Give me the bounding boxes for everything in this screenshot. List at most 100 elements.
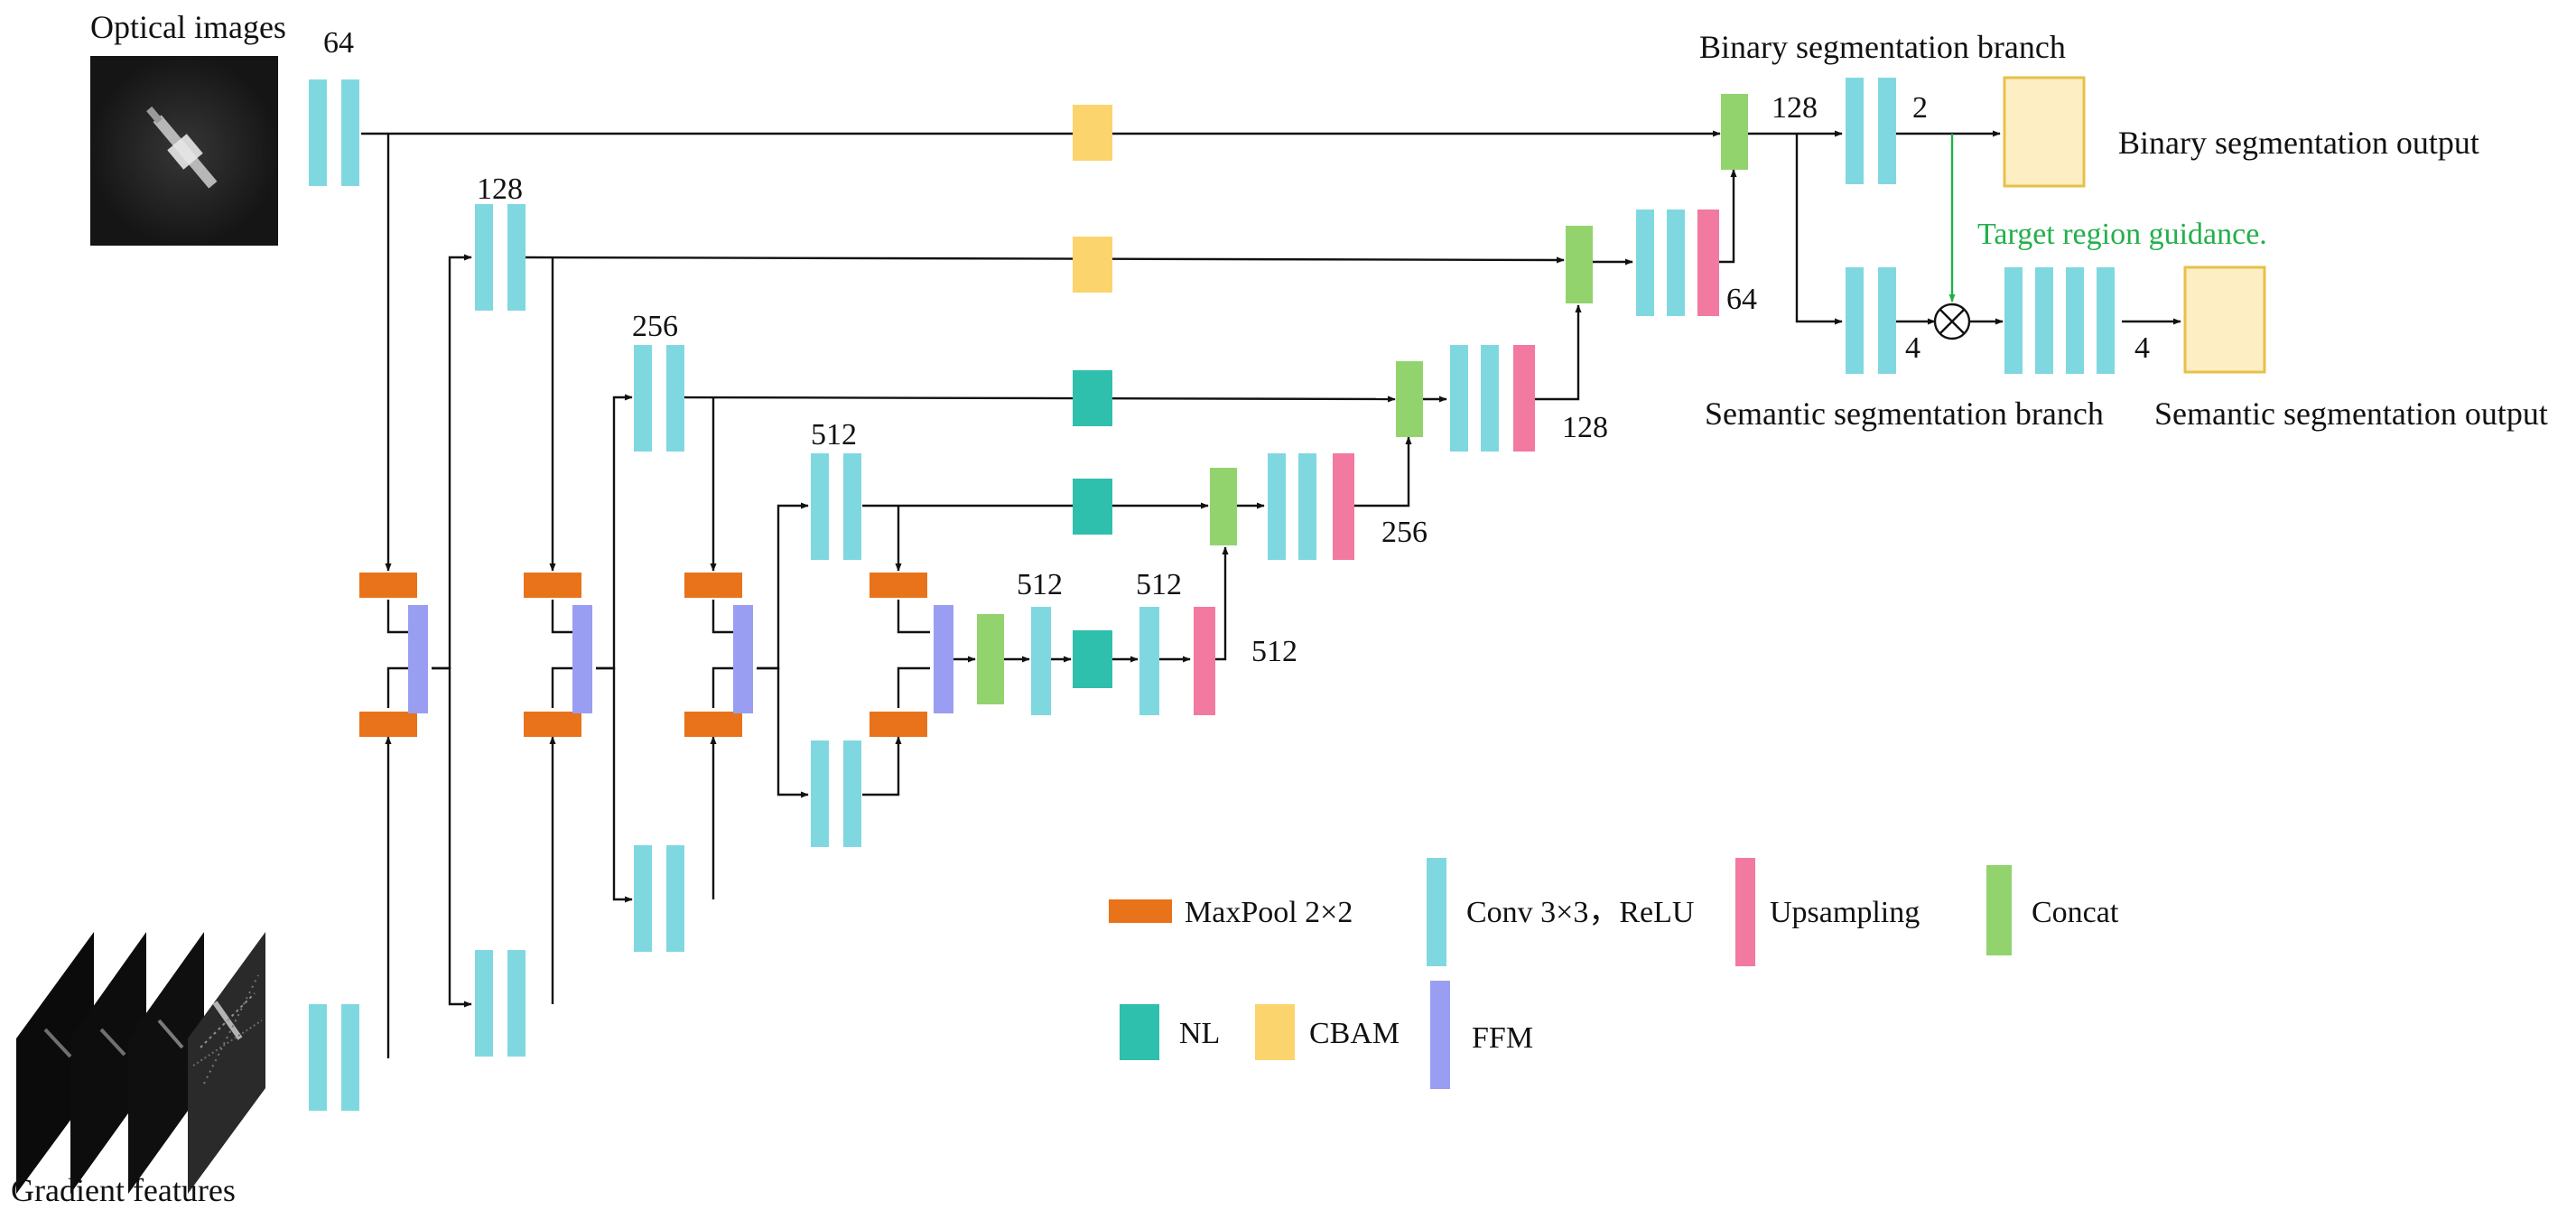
concat-block — [1721, 94, 1748, 170]
conv-block — [1268, 453, 1286, 560]
conv-block — [1846, 78, 1864, 184]
conv-block — [811, 740, 829, 847]
maxpool-block — [524, 573, 581, 598]
conv-block — [843, 453, 861, 560]
conv-block — [2035, 267, 2053, 374]
channel-label: 64 — [323, 26, 354, 60]
binary-output-label: Binary segmentation output — [2118, 125, 2479, 161]
channel-label: 128 — [1772, 91, 1818, 125]
nl-block — [1073, 630, 1112, 688]
legend-ffm-swatch — [1430, 981, 1450, 1089]
channel-label: 512 — [811, 418, 857, 452]
binary-branch-label: Binary segmentation branch — [1699, 29, 2066, 65]
conv-block — [843, 740, 861, 847]
upsampling-block — [1697, 210, 1719, 316]
conv-block — [475, 950, 493, 1057]
conv-block — [634, 845, 652, 952]
channel-label: 256 — [1381, 516, 1427, 549]
conv-block — [2004, 267, 2023, 374]
channel-label: 64 — [1726, 283, 1757, 316]
legend-conv-swatch — [1427, 858, 1446, 966]
legend-nl-label: NL — [1179, 1017, 1220, 1050]
conv-block — [2066, 267, 2084, 374]
ffm-block — [572, 605, 592, 713]
conv-block — [1636, 210, 1654, 316]
conv-block — [666, 845, 684, 952]
conv-block — [507, 204, 525, 311]
legend-concat-label: Concat — [2032, 896, 2119, 929]
legend-upsampling-swatch — [1735, 858, 1755, 966]
concat-block — [1566, 226, 1593, 303]
optical-images-label: Optical images — [90, 9, 286, 45]
maxpool-block — [684, 573, 742, 598]
cbam-block — [1073, 237, 1112, 293]
guidance-label: Target region guidance. — [1977, 218, 2267, 251]
concat-block — [1396, 361, 1423, 437]
upsampling-block — [1333, 453, 1354, 560]
legend-upsampling-label: Upsampling — [1770, 896, 1920, 929]
ffm-block — [934, 605, 953, 713]
maxpool-block — [684, 712, 742, 737]
conv-block — [1667, 210, 1685, 316]
channel-label: 4 — [1905, 331, 1920, 365]
maxpool-block — [870, 573, 927, 598]
legend-maxpool-swatch — [1109, 899, 1172, 923]
maxpool-block — [870, 712, 927, 737]
nl-block — [1073, 479, 1112, 535]
conv-block — [1139, 607, 1159, 715]
conv-block — [475, 204, 493, 311]
gradient-features-label: Gradient features — [11, 1172, 236, 1208]
conv-block — [1878, 267, 1896, 374]
channel-label: 128 — [1562, 411, 1608, 444]
conv-block — [2097, 267, 2115, 374]
legend-cbam-label: CBAM — [1309, 1017, 1400, 1050]
semantic-output-label: Semantic segmentation output — [2154, 396, 2548, 432]
conv-block — [341, 79, 359, 186]
channel-label: 2 — [1912, 91, 1928, 125]
concat-block — [977, 614, 1004, 704]
conv-block — [1878, 78, 1896, 184]
ffm-block — [408, 605, 428, 713]
legend-nl-swatch — [1120, 1004, 1159, 1060]
channel-label: 256 — [632, 310, 678, 343]
gradient-feature-stack — [16, 932, 265, 1194]
upsampling-block — [1513, 345, 1535, 452]
maxpool-block — [359, 712, 417, 737]
maxpool-block — [359, 573, 417, 598]
binary-output-box — [2003, 76, 2086, 188]
conv-block — [1481, 345, 1499, 452]
nl-block — [1073, 370, 1112, 426]
upsampling-block — [1194, 607, 1215, 715]
channel-label: 128 — [477, 172, 523, 206]
legend-cbam-swatch — [1255, 1004, 1295, 1060]
conv-block — [507, 950, 525, 1057]
circle-times-icon — [1933, 303, 1971, 340]
legend-conv-label: Conv 3×3，ReLU — [1466, 896, 1694, 929]
channel-label: 512 — [1136, 568, 1182, 601]
blocks-layer — [309, 78, 2115, 1111]
concat-block — [1210, 468, 1237, 545]
conv-block — [1298, 453, 1316, 560]
conv-block — [1450, 345, 1468, 452]
conv-block — [309, 1004, 327, 1111]
conv-block — [1846, 267, 1864, 374]
conv-block — [341, 1004, 359, 1111]
optical-image — [90, 56, 278, 246]
semantic-branch-label: Semantic segmentation branch — [1705, 396, 2104, 432]
legend: MaxPool 2×2 Conv 3×3，ReLU Upsampling Con… — [1109, 858, 2119, 1089]
legend-ffm-label: FFM — [1472, 1021, 1533, 1055]
legend-concat-swatch — [1986, 865, 2012, 955]
ffm-block — [733, 605, 753, 713]
semantic-output-box — [2183, 265, 2266, 374]
conv-block — [1031, 607, 1051, 715]
conv-block — [666, 345, 684, 452]
maxpool-block — [524, 712, 581, 737]
channel-label: 4 — [2134, 331, 2150, 365]
conv-block — [309, 79, 327, 186]
connection-lines — [361, 130, 2181, 1058]
conv-block — [634, 345, 652, 452]
cbam-block — [1073, 105, 1112, 161]
channel-label: 512 — [1017, 568, 1063, 601]
